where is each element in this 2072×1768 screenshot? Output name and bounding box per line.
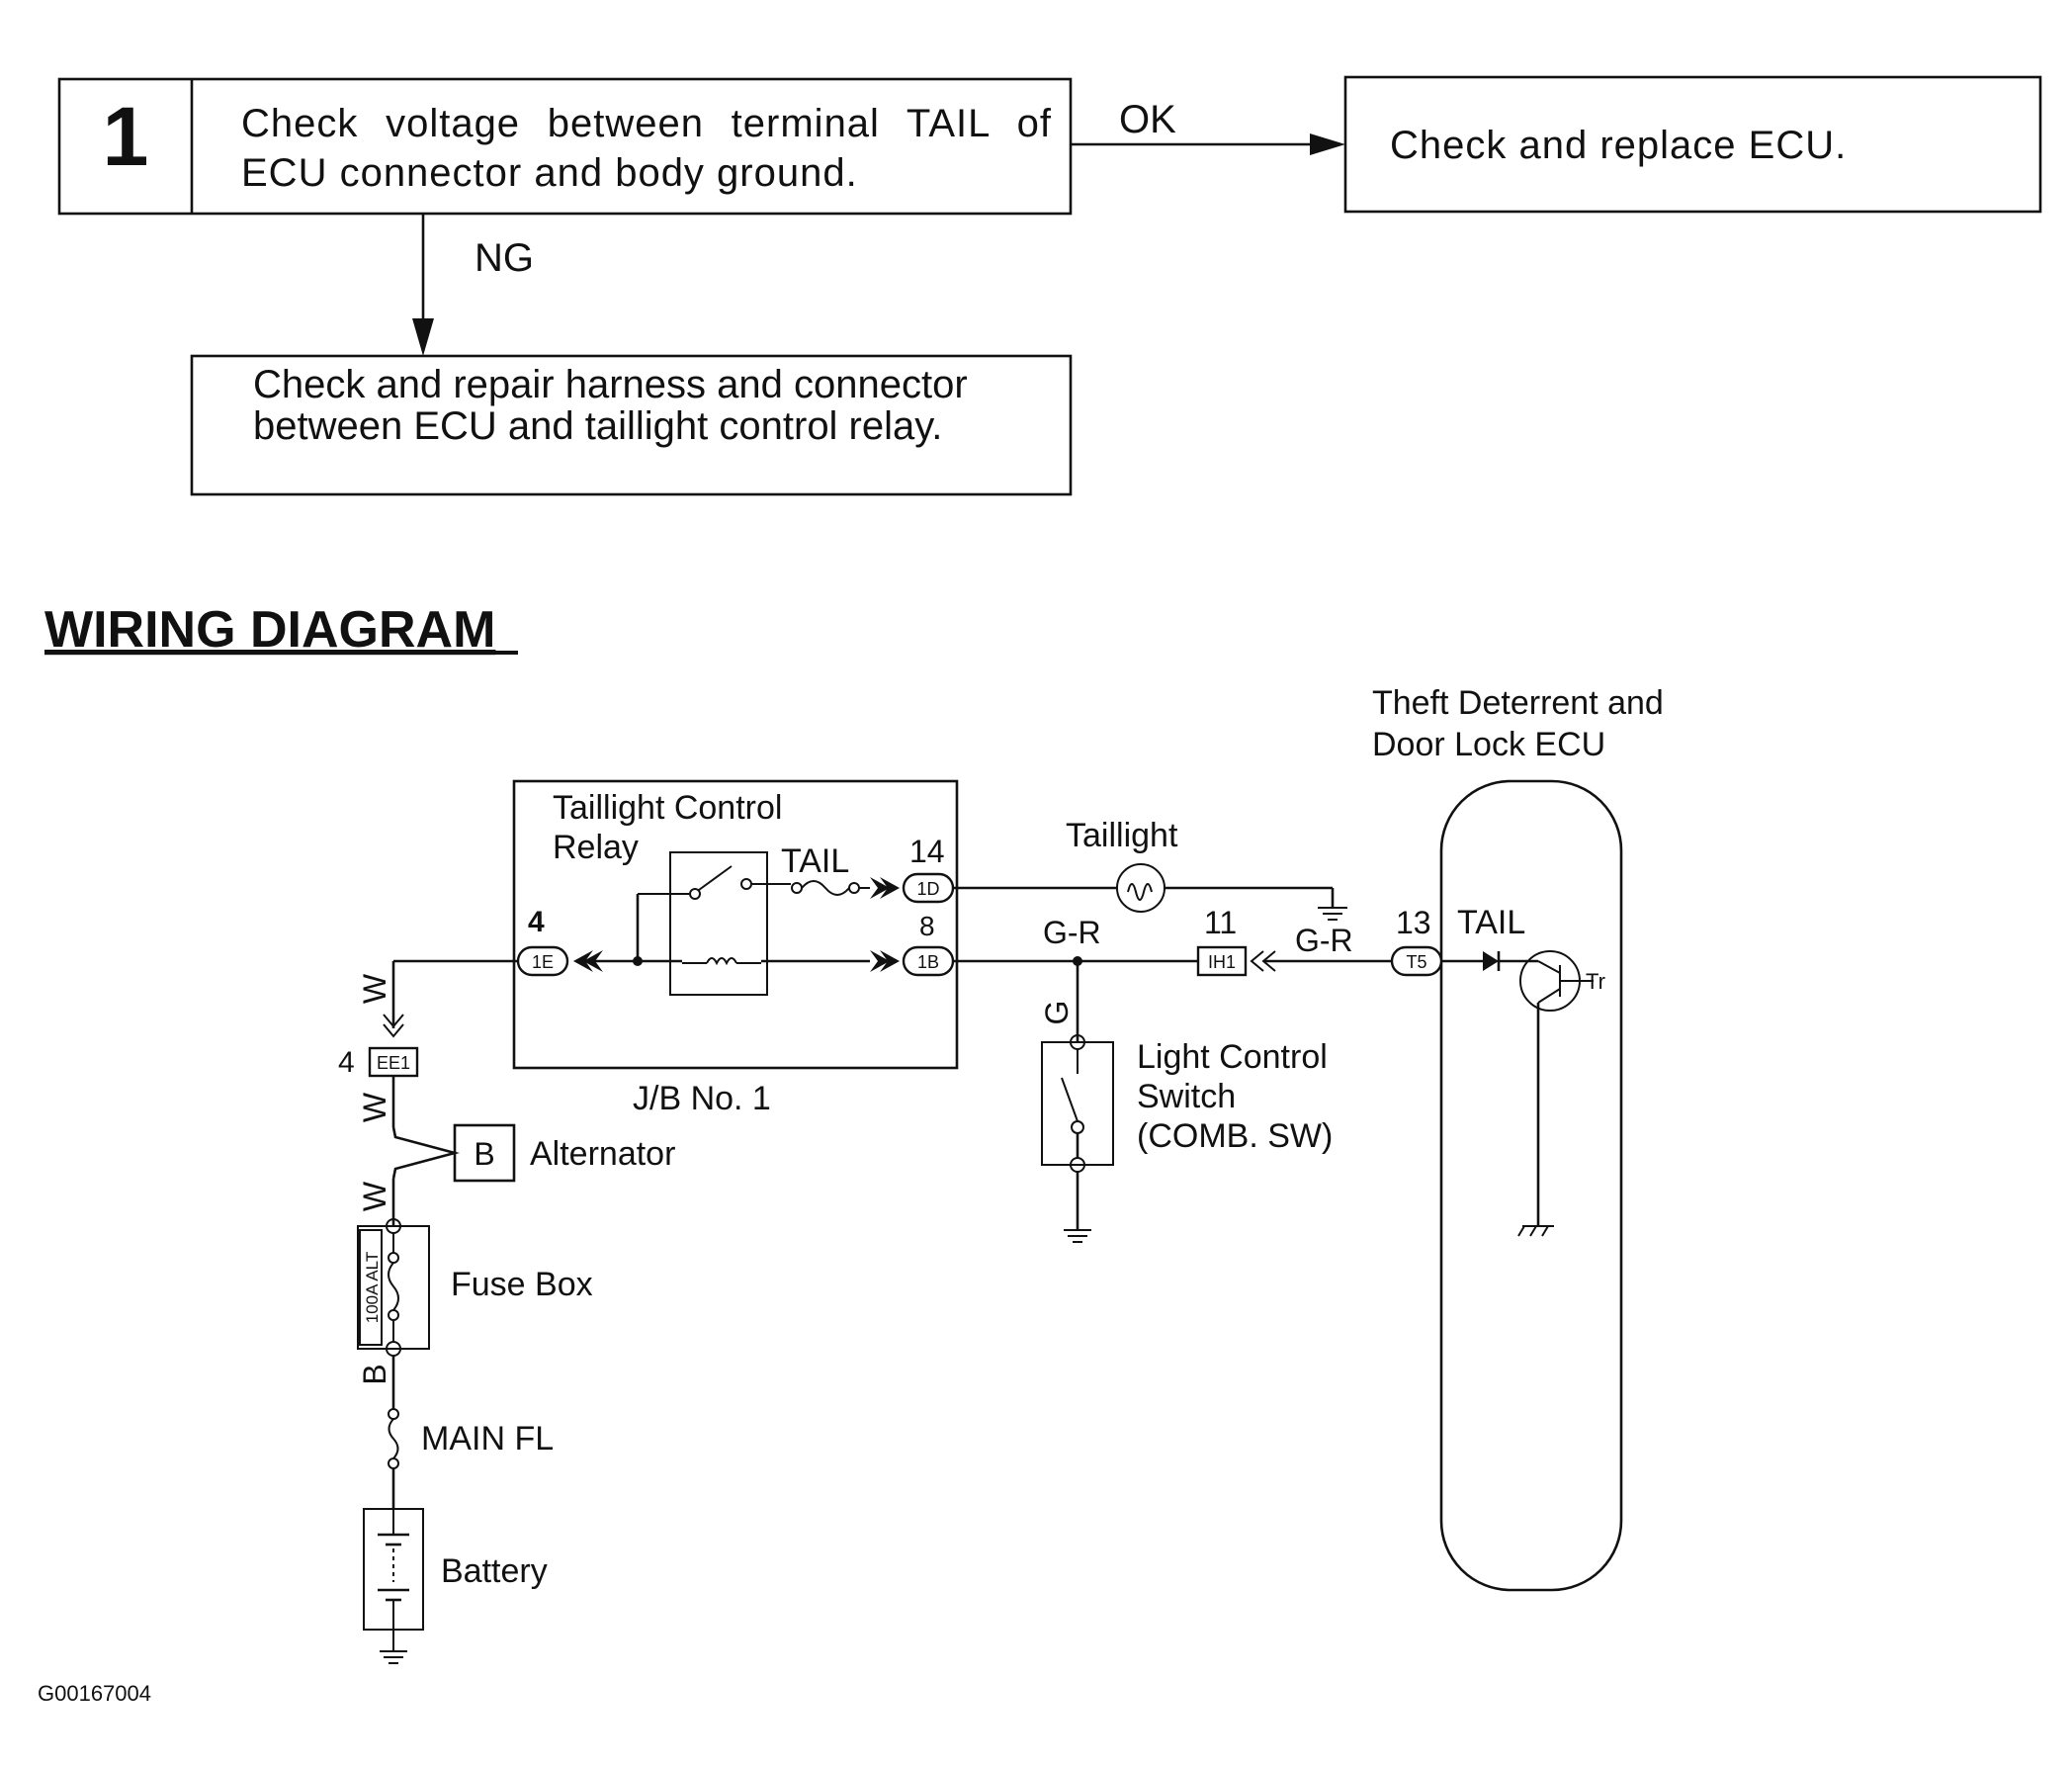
wire-gr-label-1: G-R xyxy=(1043,915,1101,950)
step-number: 1 xyxy=(102,90,149,183)
tail-fuse-label: TAIL xyxy=(781,842,849,880)
pin-8-label: 8 xyxy=(919,911,935,941)
ok-result-text: Check and replace ECU. xyxy=(1390,124,1848,167)
relay-label-line2: Relay xyxy=(553,829,639,866)
relay-contact-b xyxy=(740,878,752,890)
chevron-ee1-icon-2 xyxy=(383,1023,404,1038)
alt-fuse-icon xyxy=(388,1262,399,1311)
connector-1e-label: 1E xyxy=(532,952,554,972)
chevron-1e-icon-2 xyxy=(583,950,603,972)
pin-13-label: 13 xyxy=(1396,905,1431,940)
diode-icon xyxy=(1483,951,1499,971)
wire-b-label: B xyxy=(357,1364,392,1384)
taillight-bulb-icon xyxy=(1116,863,1166,913)
main-fl-label: MAIN FL xyxy=(421,1420,554,1458)
light-control-switch: G Light Control Switch (COMB. SW) xyxy=(1039,961,1333,1243)
connector-ee1-label: EE1 xyxy=(377,1053,410,1073)
ecu-tail-label: TAIL xyxy=(1457,904,1525,941)
transistor-collector xyxy=(1537,960,1561,974)
pin-11-label: 11 xyxy=(1204,905,1237,940)
power-feed: W EE1 4 W B Alternator W 100A ALT xyxy=(338,959,675,1664)
chevron-1b-icon xyxy=(870,950,890,972)
fuse-rating-label: 100A ALT xyxy=(363,1252,382,1323)
ee1-pin-label: 4 xyxy=(338,1046,355,1079)
alternator-label: Alternator xyxy=(530,1135,675,1173)
alt-fuse-end-a xyxy=(388,1252,399,1264)
jb-label: J/B No. 1 xyxy=(633,1080,771,1117)
fuse-box-label: Fuse Box xyxy=(451,1266,593,1303)
taillight-label: Taillight xyxy=(1066,817,1178,854)
junction-block: Taillight Control Relay J/B No. 1 TAIL xyxy=(512,779,959,1117)
ground-icon-c3 xyxy=(1529,1225,1537,1237)
battery-label: Battery xyxy=(441,1552,548,1590)
taillight-filament xyxy=(1127,883,1153,901)
alternator-terminal-label: B xyxy=(474,1136,494,1172)
relay-box xyxy=(669,851,768,996)
chevron-1b-icon-2 xyxy=(880,950,900,972)
ground-icon-c2 xyxy=(1517,1225,1525,1237)
transistor-label: Tr xyxy=(1586,969,1605,994)
fuse-box-outline xyxy=(357,1225,430,1350)
ng-label: NG xyxy=(475,236,534,280)
gr-circuit: G-R IH1 11 G-R T5 13 TAIL Tr xyxy=(953,904,1605,1237)
alternator-terminal-box xyxy=(453,1123,516,1183)
wire-w-label-1: W xyxy=(357,973,392,1004)
ng-arrow-head xyxy=(412,318,434,356)
wire-gr-label-2: G-R xyxy=(1295,923,1353,958)
transistor-emitter xyxy=(1537,988,1561,1004)
ecu-label-line2: Door Lock ECU xyxy=(1372,726,1605,763)
relay-label-line1: Taillight Control xyxy=(553,789,782,827)
relay-coil-icon xyxy=(706,957,737,966)
ok-arrow-head xyxy=(1310,133,1345,155)
fuse-rating-tag xyxy=(359,1229,383,1346)
wire-g-label: G xyxy=(1039,1001,1075,1025)
wire-w-label-2: W xyxy=(357,1092,392,1122)
switch-label-line1: Light Control xyxy=(1137,1038,1328,1076)
taillight-circuit: Taillight xyxy=(953,817,1347,921)
flowchart: OK NG xyxy=(57,75,2042,496)
ok-result-box xyxy=(1343,75,2042,214)
switch-label-line3: (COMB. SW) xyxy=(1137,1117,1333,1155)
main-fl-end-b xyxy=(388,1458,399,1469)
connector-1b-label: 1B xyxy=(917,952,939,972)
tail-fuse-end-b xyxy=(848,882,860,894)
ng-result-text: Check and repair harness and connector b… xyxy=(253,363,968,448)
tail-fuse-icon xyxy=(801,880,850,896)
connector-ih1-label: IH1 xyxy=(1208,952,1236,972)
wire-w-label-3: W xyxy=(357,1181,392,1211)
figure-id: G00167004 xyxy=(38,1681,151,1706)
switch-contact xyxy=(1071,1120,1084,1134)
ecu: Theft Deterrent and Door Lock ECU xyxy=(1372,684,1664,1592)
chevron-1d-icon xyxy=(870,877,890,899)
step-instruction: Check voltage between terminal TAIL of E… xyxy=(241,102,1052,195)
relay-switch-blade xyxy=(698,865,733,891)
connector-1d-label: 1D xyxy=(916,879,939,899)
chevron-1d-icon-2 xyxy=(880,877,900,899)
pin-4-label: 4 xyxy=(528,906,545,938)
tail-fuse-end-a xyxy=(791,882,803,894)
ground-icon-c4 xyxy=(1541,1225,1549,1237)
chevron-ee1-icon xyxy=(383,1014,404,1028)
pin-14-label: 14 xyxy=(909,834,945,869)
switch-box xyxy=(1041,1041,1114,1166)
main-fl-end-a xyxy=(388,1408,399,1420)
ecu-label-line1: Theft Deterrent and xyxy=(1372,684,1664,722)
connector-ih1 xyxy=(1196,945,1248,977)
relay-contact-a xyxy=(689,888,701,900)
alternator-splice xyxy=(391,1126,461,1180)
step-box xyxy=(57,77,1073,216)
ok-label: OK xyxy=(1119,98,1176,141)
ecu-body xyxy=(1439,779,1623,1592)
jb-outline xyxy=(512,779,959,1070)
switch-label-line2: Switch xyxy=(1137,1078,1236,1115)
ng-result-box xyxy=(190,354,1073,496)
alt-fuse-end-b xyxy=(388,1309,399,1321)
connector-t5-label: T5 xyxy=(1406,952,1426,972)
switch-blade xyxy=(1061,1077,1079,1122)
main-fl-icon xyxy=(388,1418,399,1459)
chevron-ih1-icon xyxy=(1250,950,1264,972)
section-title: WIRING DIAGRAM xyxy=(44,601,495,659)
